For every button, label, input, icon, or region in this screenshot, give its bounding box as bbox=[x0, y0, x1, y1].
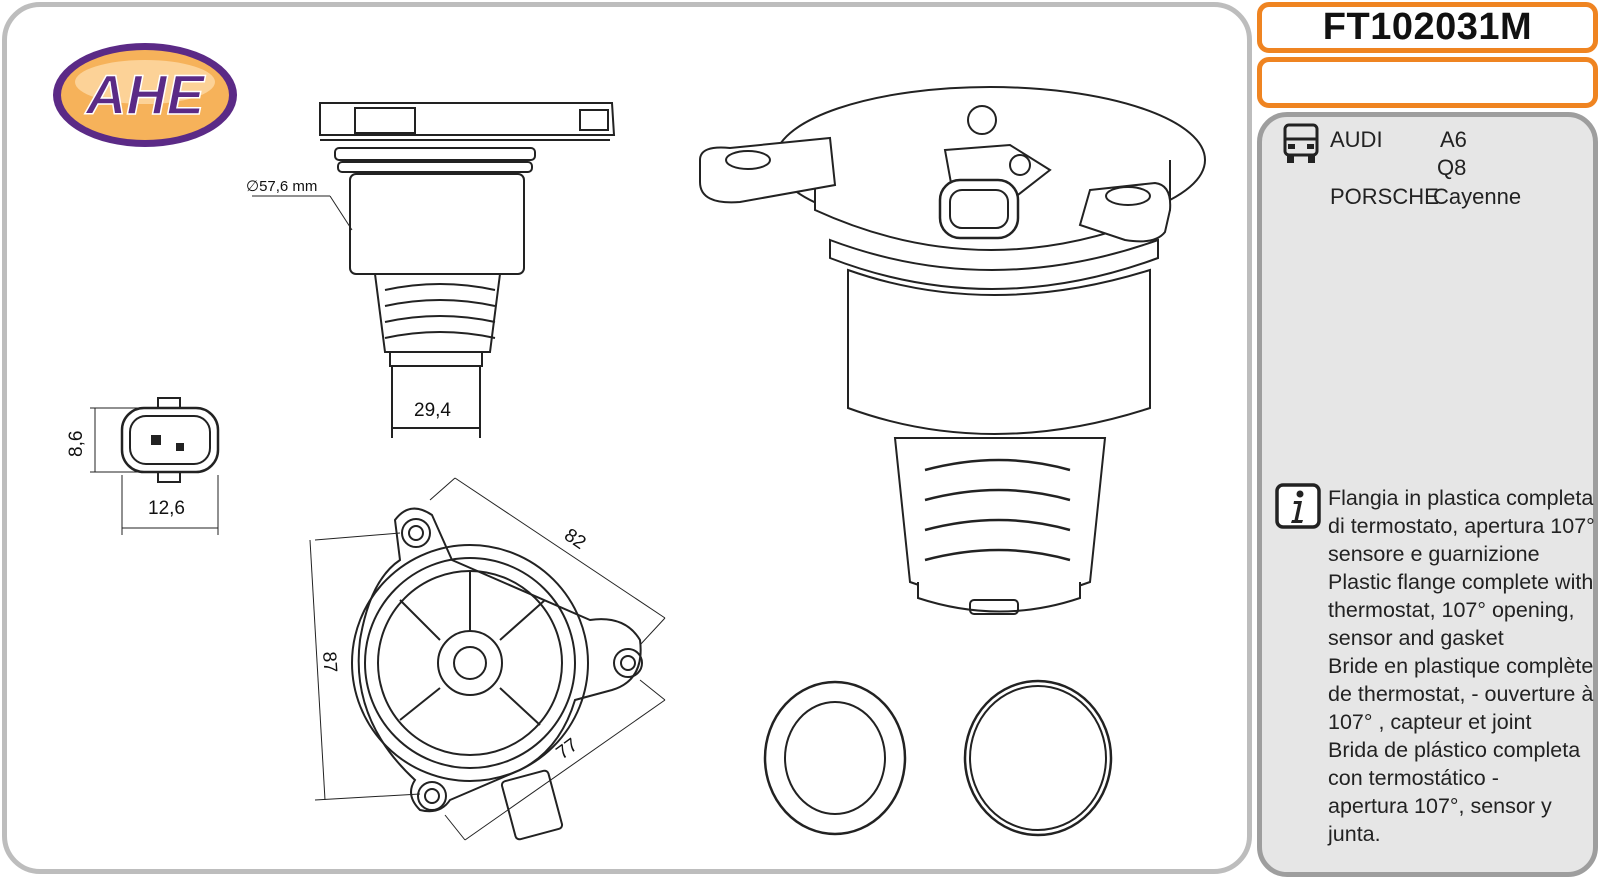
application-make-3: PORSCHE bbox=[1330, 184, 1439, 209]
description-line: Flangia in plastica completa bbox=[1328, 486, 1594, 510]
description-line: de thermostat, - ouverture à bbox=[1328, 682, 1594, 706]
connector-view bbox=[90, 397, 220, 535]
dimension-diameter: ∅57,6 mm bbox=[246, 178, 317, 195]
description-text: Flangia in plastica completa di termosta… bbox=[1328, 484, 1598, 848]
description-line: Plastic flange complete with bbox=[1328, 570, 1594, 594]
description-line: thermostat, 107° opening, bbox=[1328, 598, 1575, 622]
application-model-1: A6 bbox=[1440, 127, 1467, 152]
application-make-1: AUDI bbox=[1330, 127, 1383, 152]
logo-text: AHE bbox=[84, 63, 206, 126]
description-line: sensor and gasket bbox=[1328, 626, 1504, 650]
empty-info-box bbox=[1257, 57, 1598, 108]
description-line: junta. bbox=[1328, 822, 1381, 846]
product-code: FT102031M bbox=[1322, 6, 1533, 48]
description-line: di termostato, apertura 107° bbox=[1328, 514, 1595, 538]
dimension-connector-width: 12,6 bbox=[148, 498, 185, 519]
description-line: con termostático - bbox=[1328, 766, 1499, 790]
flange-top-view bbox=[309, 477, 666, 841]
dimension-flange-height: 87 bbox=[318, 651, 340, 674]
dimension-connector-height: 8,6 bbox=[66, 431, 87, 457]
car-front-icon bbox=[1283, 123, 1319, 163]
technical-drawing: AHE bbox=[53, 43, 1206, 841]
seals bbox=[763, 679, 1113, 837]
dimension-ear-span: 82 bbox=[560, 525, 589, 554]
info-icon bbox=[1275, 483, 1321, 529]
description-line: Brida de plástico completa bbox=[1328, 738, 1581, 762]
application-model-2: Q8 bbox=[1437, 155, 1467, 180]
side-view bbox=[252, 102, 616, 438]
isometric-view bbox=[699, 86, 1206, 615]
description-line: 107° , capteur et joint bbox=[1328, 710, 1532, 734]
dimension-bottom-width: 29,4 bbox=[414, 400, 451, 421]
product-code-box: FT102031M bbox=[1257, 2, 1598, 53]
ahe-logo: AHE bbox=[53, 43, 237, 147]
description-line: sensore e guarnizione bbox=[1328, 542, 1540, 566]
description-line: apertura 107°, sensor y bbox=[1328, 794, 1552, 818]
application-model-3: Cayenne bbox=[1433, 184, 1522, 209]
description-line: Bride en plastique complète bbox=[1328, 654, 1594, 678]
